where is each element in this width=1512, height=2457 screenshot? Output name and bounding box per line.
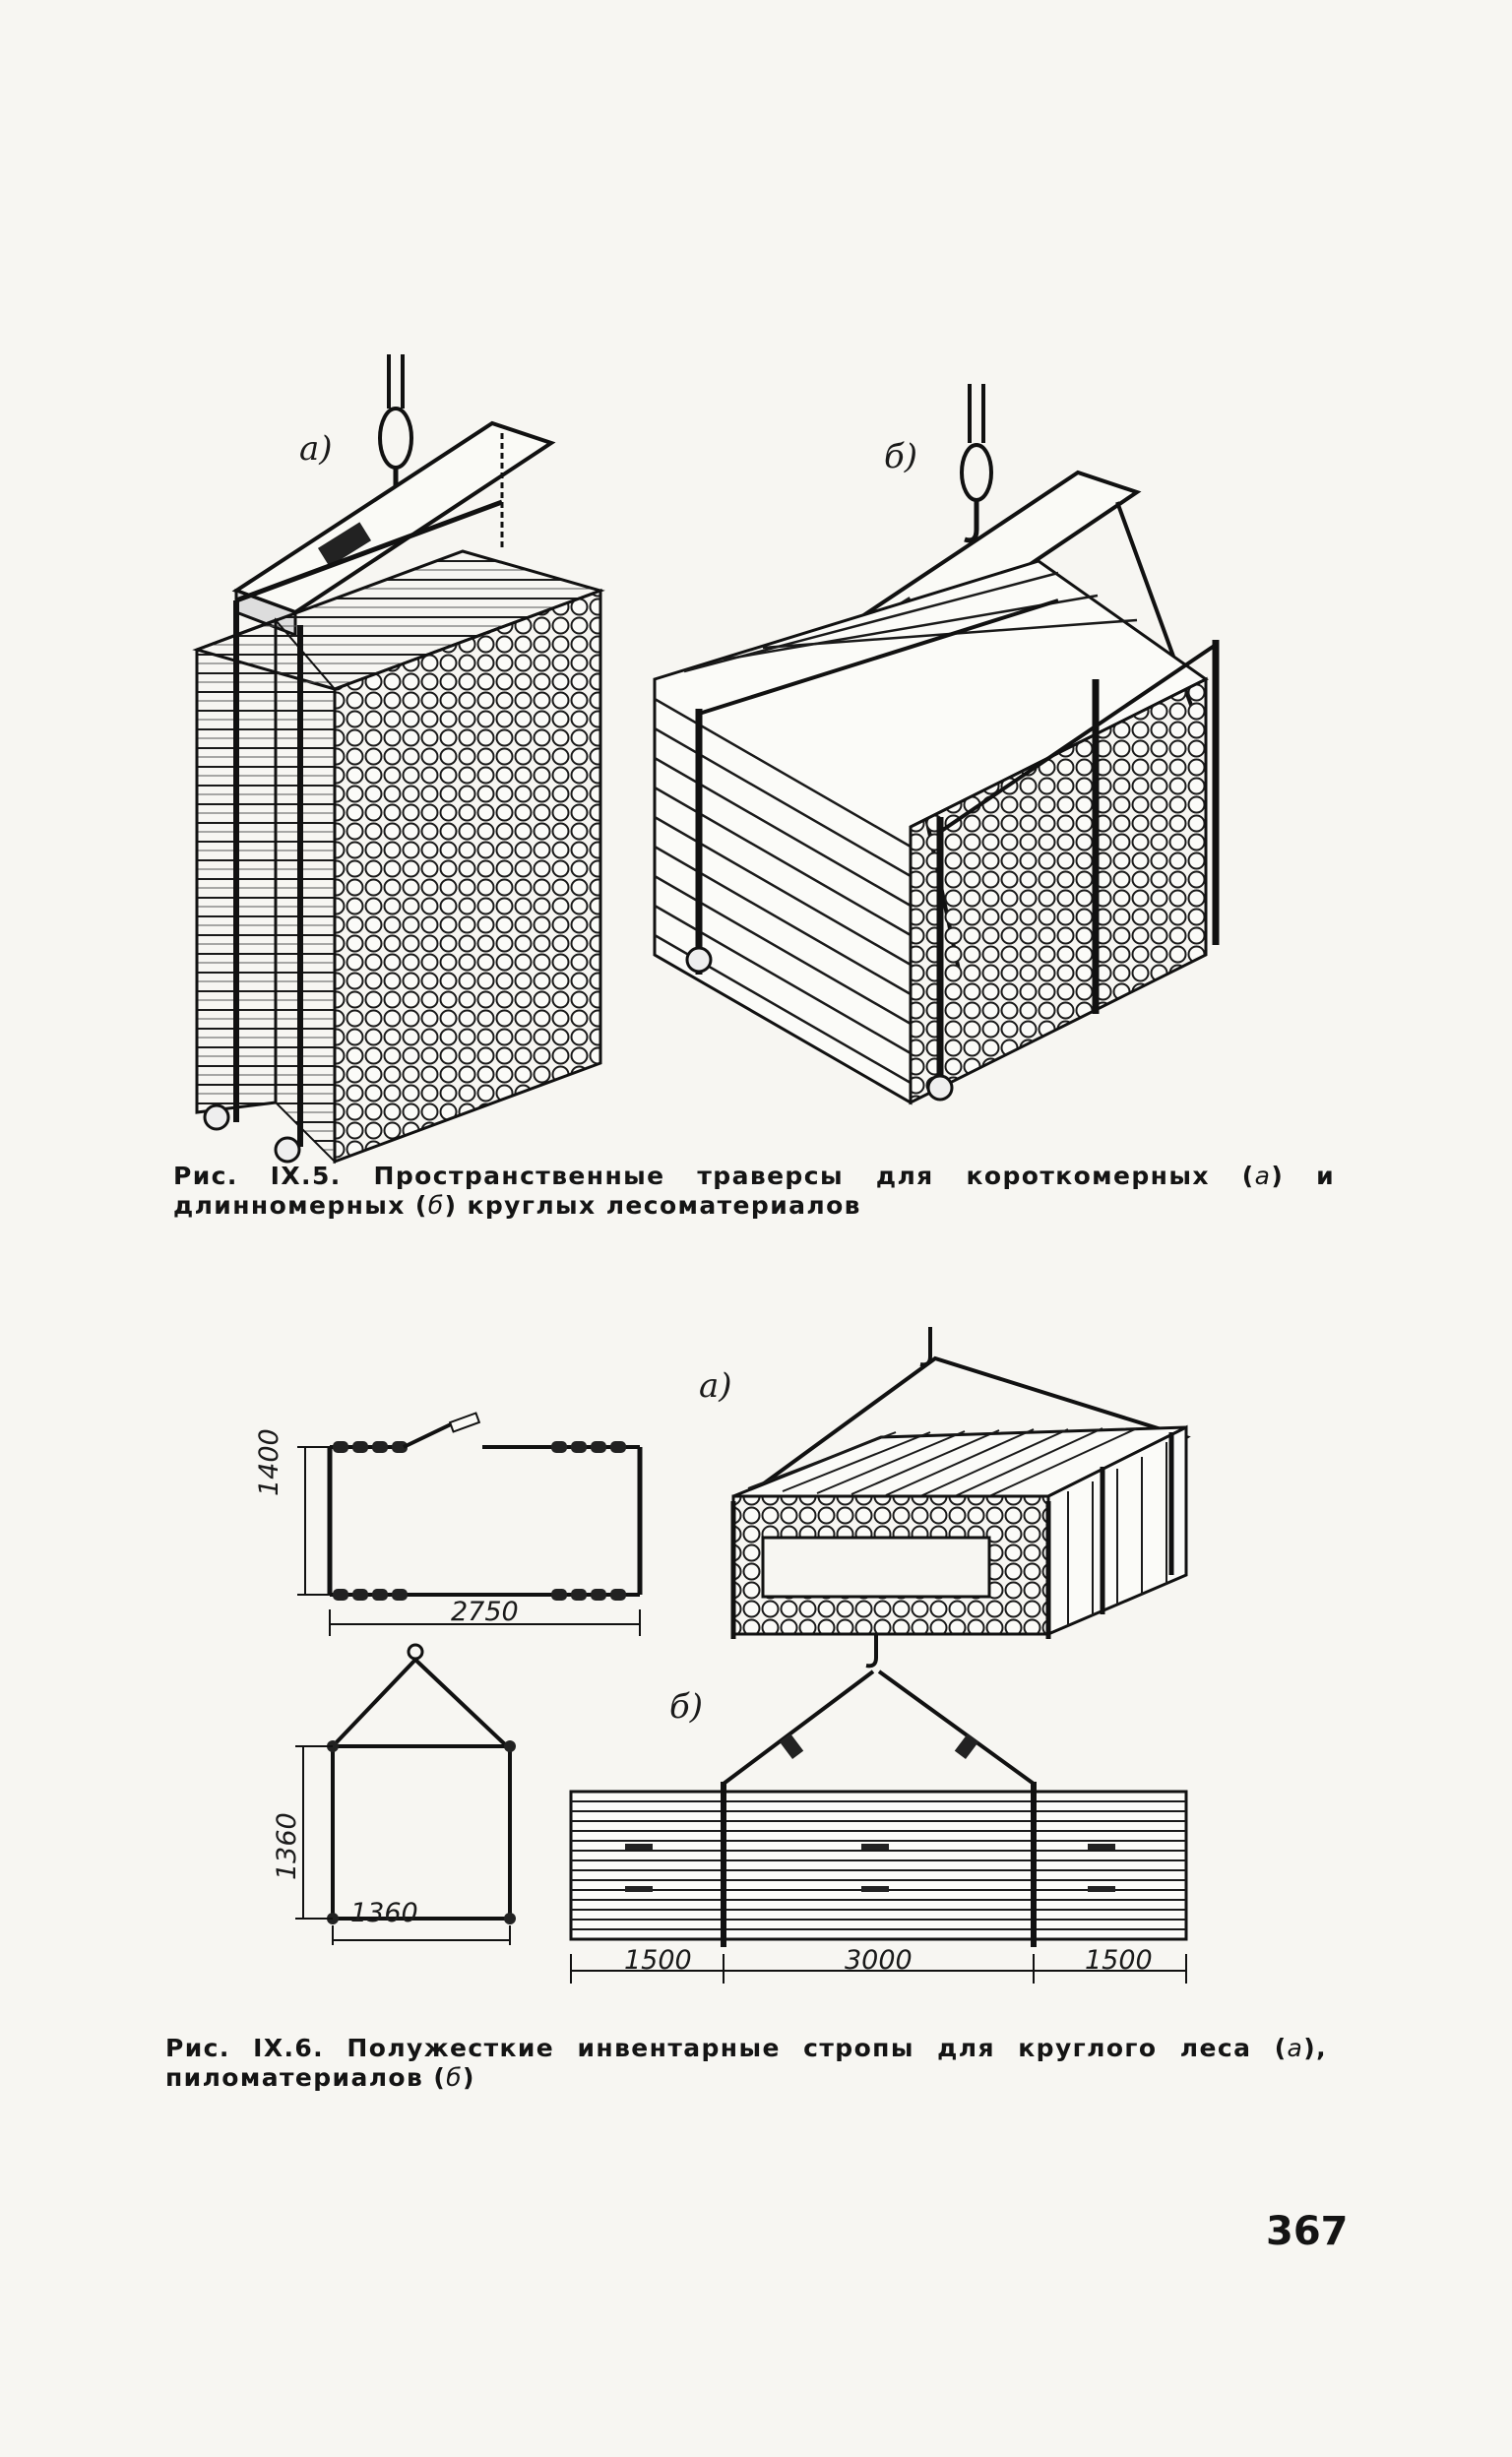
fig2-dim-1360-vertical: 1360 — [272, 1812, 302, 1880]
fig1-caption-b: б — [427, 1191, 445, 1220]
fig1-caption: Рис. IX.5. Пространственные траверсы для… — [173, 1162, 1335, 1221]
fig2-sling-a-drawing — [297, 1412, 643, 1636]
fig1-caption-middle: ) и длинномерных ( — [173, 1162, 1335, 1220]
fig2-lumber-b-drawing — [569, 1634, 1188, 1984]
fig2-bundle-a-drawing — [730, 1327, 1191, 1639]
fig1-label-b: б) — [884, 437, 918, 476]
fig1-caption-prefix: Рис. IX.5. Пространственные траверсы для… — [173, 1162, 1255, 1190]
fig2-caption: Рис. IX.6. Полужесткие инвентарные строп… — [165, 2034, 1327, 2093]
fig1-caption-suffix: ) круглых лесоматериалов — [444, 1191, 861, 1220]
fig2-caption-b: б — [446, 2063, 463, 2092]
fig2-sling-b-drawing — [295, 1643, 516, 1945]
fig2-label-a: а) — [699, 1366, 732, 1406]
fig2-dim-1500-left: 1500 — [624, 1945, 692, 1976]
fig2-label-b: б) — [669, 1687, 704, 1727]
fig1-label-a: а) — [299, 429, 333, 469]
fig2-caption-prefix: Рис. IX.6. Полужесткие инвентарные строп… — [165, 2034, 1288, 2062]
fig2-dim-1400: 1400 — [254, 1428, 284, 1496]
fig2-dim-1360-horizontal: 1360 — [350, 1898, 418, 1928]
fig1-drawing-short-logs — [192, 354, 605, 1165]
fig2-caption-a: а — [1287, 2034, 1304, 2062]
fig2-caption-middle: ), пиломатериалов ( — [165, 2034, 1327, 2092]
fig2-dim-3000: 3000 — [845, 1945, 913, 1976]
fig2-caption-suffix: ) — [462, 2063, 475, 2092]
fig2-dim-1500-right: 1500 — [1085, 1945, 1153, 1976]
fig1-caption-a: а — [1254, 1162, 1272, 1190]
fig1-drawing-long-logs — [653, 384, 1220, 1105]
page-number: 367 — [1266, 2209, 1349, 2254]
fig2-dim-2750: 2750 — [451, 1597, 519, 1627]
